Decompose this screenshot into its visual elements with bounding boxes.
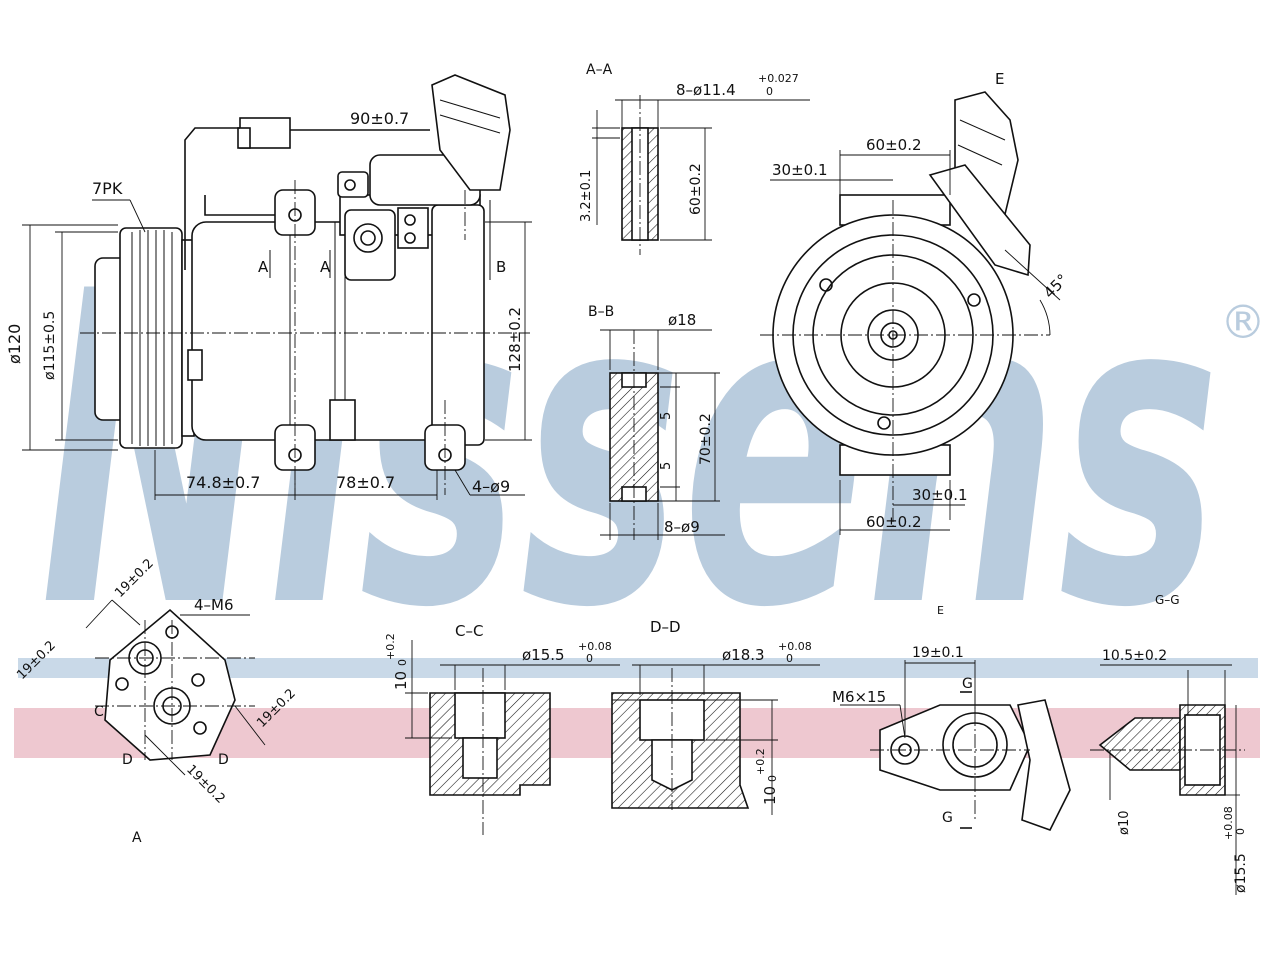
aa-height: 60±0.2 <box>688 163 704 215</box>
dim-dia-outer: ø120 <box>5 324 24 364</box>
end-top-width: 60±0.2 <box>866 136 922 154</box>
aa-thick: 3.2±0.1 <box>579 170 594 222</box>
aa-tol-upper: +0.027 <box>758 72 799 85</box>
gg-dia-small: ø10 <box>1117 811 1132 836</box>
section-gg: G–G 10.5±0.2 ø10 ø15.5 +0.08 0 <box>1090 593 1249 895</box>
cc-depth: 10 <box>392 671 410 690</box>
bb-gap-1: 5 <box>659 412 674 420</box>
dim-len-right: 78±0.7 <box>336 473 395 492</box>
compressor-side-view: A A B 7PK ø120 ø115±0.5 90±0.7 128±0.2 7… <box>5 74 532 500</box>
section-aa-title: A–A <box>586 62 613 78</box>
detail-a-d-right: D <box>218 752 229 768</box>
aa-tol-lower: 0 <box>766 85 773 98</box>
bb-gap-2: 5 <box>659 462 674 470</box>
dd-dia: ø18.3 <box>722 646 765 664</box>
section-marker-b: B <box>496 258 506 276</box>
dim-dia-pulley: ø115±0.5 <box>42 311 58 380</box>
dd-depth-tol-lower: 0 <box>766 775 779 782</box>
section-marker-a: A <box>320 258 331 276</box>
detail-e-dim: 19±0.1 <box>912 645 964 661</box>
dd-tol-lower: 0 <box>786 652 793 665</box>
detail-e-label: E <box>937 604 944 617</box>
dd-depth-tol-upper: +0.2 <box>754 748 767 775</box>
dim-len-left: 74.8±0.7 <box>186 473 260 492</box>
detail-e: E 19±0.1 M6×15 G G <box>832 604 1071 831</box>
detail-e-g-bottom: G <box>942 810 953 826</box>
end-bottom-offset: 30±0.1 <box>912 486 968 504</box>
bb-height: 70±0.2 <box>698 413 714 465</box>
section-cc: C–C ø15.5 +0.08 0 10 +0.2 0 <box>384 622 620 835</box>
bb-dia: ø18 <box>668 311 696 329</box>
section-aa: A–A 8–ø11.4 +0.027 0 3.2±0.1 60±0.2 <box>579 62 810 255</box>
dim-height: 128±0.2 <box>506 307 524 372</box>
dim-width-top: 90±0.7 <box>350 109 409 128</box>
section-cc-title: C–C <box>455 622 483 640</box>
detail-e-thread: M6×15 <box>832 688 886 706</box>
gg-tol-upper: +0.08 <box>1222 806 1235 840</box>
cc-depth-tol-upper: +0.2 <box>384 633 397 660</box>
detail-a-c-left: C <box>94 704 104 720</box>
dd-tol-upper: +0.08 <box>778 640 812 653</box>
detail-a-bottom-dim: 19±0.2 <box>183 762 228 807</box>
dd-depth: 10 <box>761 786 779 805</box>
cc-depth-tol-lower: 0 <box>396 659 409 666</box>
section-bb: B–B ø18 5 5 70±0.2 8–ø9 <box>588 304 725 540</box>
gg-dim: 10.5±0.2 <box>1102 648 1167 664</box>
end-bottom-width: 60±0.2 <box>866 513 922 531</box>
bb-holes: 8–ø9 <box>664 518 700 536</box>
gg-tol-lower: 0 <box>1234 828 1247 835</box>
cc-tol-lower: 0 <box>586 652 593 665</box>
detail-a-label: A <box>132 830 142 846</box>
section-dd-title: D–D <box>650 618 681 636</box>
gg-dia: ø15.5 <box>1233 853 1249 893</box>
section-gg-title: G–G <box>1155 593 1180 607</box>
cc-tol-upper: +0.08 <box>578 640 612 653</box>
belt-label: 7PK <box>92 179 123 198</box>
detail-a-d-left: D <box>122 752 133 768</box>
cc-dia: ø15.5 <box>522 646 565 664</box>
detail-e-g-top: G <box>962 676 973 692</box>
section-bb-title: B–B <box>588 304 614 320</box>
end-top-offset: 30±0.1 <box>772 161 828 179</box>
compressor-end-view: E 60±0.2 30±0.1 45° 30±0.1 60±0.2 <box>760 70 1072 535</box>
section-marker-a: A <box>258 258 269 276</box>
pulley <box>119 227 183 449</box>
section-dd: D–D ø18.3 +0.08 0 10 +0.2 0 <box>611 618 820 815</box>
end-view-e-label: E <box>995 70 1004 88</box>
dim-holes: 4–ø9 <box>472 477 510 496</box>
detail-a-thread: 4–M6 <box>194 596 234 614</box>
aa-hole: 8–ø11.4 <box>676 81 736 99</box>
registered-mark: ® <box>1220 295 1266 349</box>
